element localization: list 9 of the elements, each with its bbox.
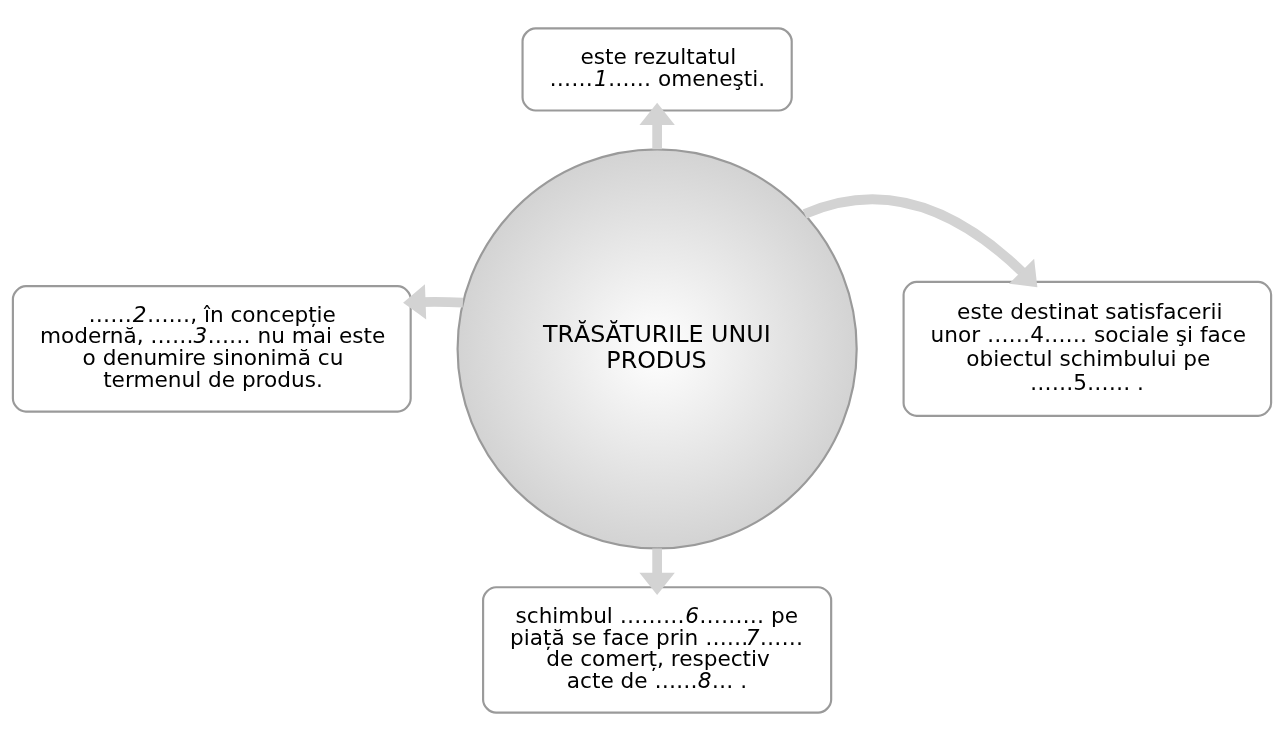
arrow <box>802 194 1038 288</box>
node-box: este rezultatul ……1…… omeneşti. <box>521 27 793 112</box>
arrow <box>639 548 675 596</box>
node-circle: TRĂSĂTURILE UNUI PRODUS <box>456 148 858 550</box>
arrow <box>403 284 464 320</box>
node-box: ……2……, în concepție modernă, ……3…… nu mai este o denumire sinonimă cu termenul de produs. <box>11 285 412 413</box>
node-box: este destinat satisfacerii unor ……4…… sociale şi face obiectul schimbului pe ……5…… . <box>902 280 1273 417</box>
arrow <box>639 102 675 150</box>
node-box: schimbul ………6……… pe piață se face prin ……7…… de comerț, respectiv acte de ……8… . <box>482 586 833 714</box>
